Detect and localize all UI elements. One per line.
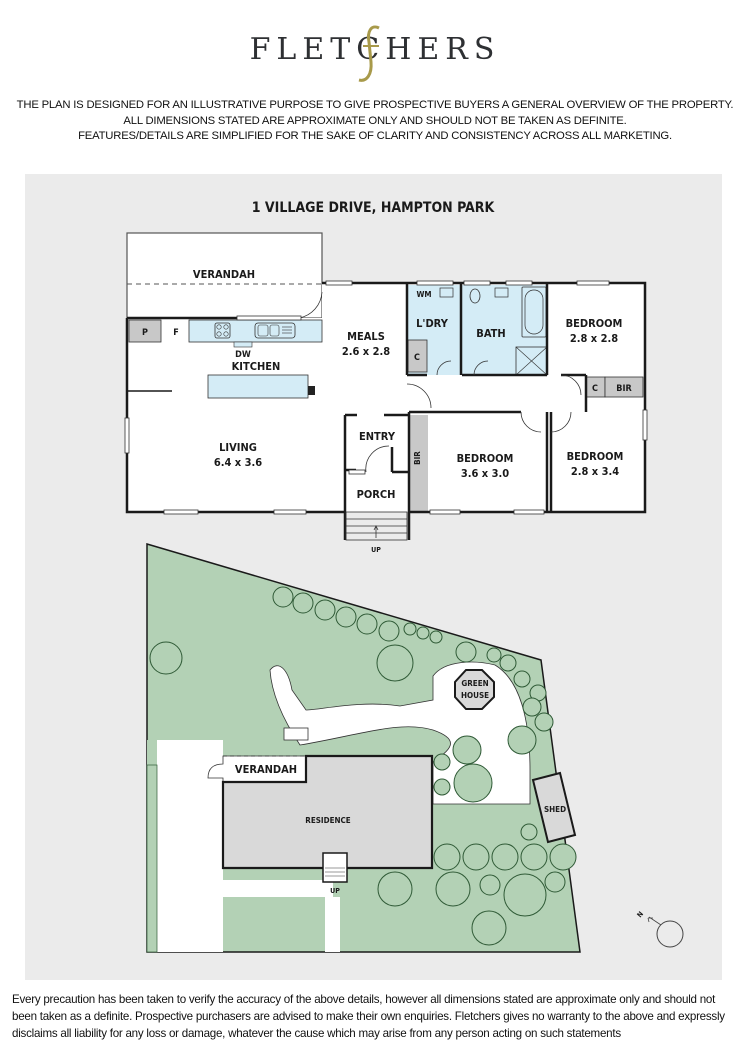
header-disclaimer: THE PLAN IS DESIGNED FOR AN ILLUSTRATIVE…	[0, 98, 750, 145]
north-label: N	[636, 910, 646, 919]
living-label: LIVING	[219, 441, 257, 454]
entry-steps	[345, 511, 408, 541]
door-swings	[298, 291, 582, 473]
greenhouse-label-1: GREEN	[461, 679, 488, 688]
bedroom-2-label: BEDROOM	[457, 452, 514, 465]
hedge-icon	[146, 764, 158, 953]
greenhouse-label-2: HOUSE	[461, 691, 489, 700]
meals-label: MEALS	[347, 330, 385, 343]
bedroom-1-cupboard-label: C	[592, 384, 598, 394]
bedroom-1-label: BEDROOM	[566, 317, 623, 330]
logo-f-flourish-icon	[358, 25, 380, 82]
site-stairs-up-label: UP	[330, 887, 340, 895]
shed	[531, 771, 577, 844]
wm-label: WM	[416, 290, 431, 299]
tree-icons	[149, 586, 577, 946]
verandah-label: VERANDAH	[193, 268, 255, 281]
disclaimer-line-3: FEATURES/DETAILS ARE SIMPLIFIED FOR THE …	[78, 130, 672, 142]
toilet-icon	[469, 288, 481, 304]
verandah-area	[126, 232, 323, 319]
footer-disclaimer: Every precaution has been taken to verif…	[12, 993, 725, 1040]
pantry	[128, 319, 162, 343]
bedroom-1-bir	[604, 376, 644, 398]
kitchen-island	[207, 374, 309, 399]
north-compass-icon	[647, 916, 684, 948]
entry-label: ENTRY	[359, 430, 396, 443]
bath-label: BATH	[476, 327, 505, 340]
kitchen-label: KITCHEN	[232, 360, 281, 373]
kitchen-bench	[188, 319, 323, 343]
residence	[221, 754, 434, 870]
hall-bir-label: BIR	[413, 451, 422, 465]
plan-address: 1 VILLAGE DRIVE, HAMPTON PARK	[252, 200, 496, 216]
laundry-cupboard-label: C	[414, 353, 420, 363]
bedroom-3-dimensions: 2.8 x 3.4	[571, 465, 619, 478]
meals-dimensions: 2.6 x 2.8	[342, 345, 390, 358]
bedroom-3-label: BEDROOM	[567, 450, 624, 463]
laundry-label: L'DRY	[416, 317, 449, 330]
fridge-label: F	[173, 328, 179, 338]
bedroom-1-dimensions: 2.8 x 2.8	[570, 332, 618, 345]
bedroom-1-bir-label: BIR	[616, 384, 632, 394]
porch-label: PORCH	[357, 488, 396, 501]
dw-label: DW	[235, 350, 251, 360]
sink-icon	[254, 322, 296, 339]
shed-label: SHED	[544, 805, 566, 814]
bedroom-2-dimensions: 3.6 x 3.0	[461, 467, 509, 480]
site-verandah-label: VERANDAH	[235, 763, 297, 776]
disclaimer-line-2: ALL DIMENSIONS STATED ARE APPROXIMATE ON…	[123, 114, 627, 127]
disclaimer-line-1: THE PLAN IS DESIGNED FOR AN ILLUSTRATIVE…	[16, 99, 734, 111]
living-dimensions: 6.4 x 3.6	[214, 456, 262, 469]
windows	[124, 280, 648, 515]
pantry-label: P	[142, 328, 148, 338]
hall-bir	[409, 415, 428, 512]
cooktop-icon	[214, 322, 231, 339]
residence-label: RESIDENCE	[305, 816, 351, 825]
floor-stairs-up-label: UP	[371, 546, 381, 554]
greenhouse	[454, 669, 495, 710]
